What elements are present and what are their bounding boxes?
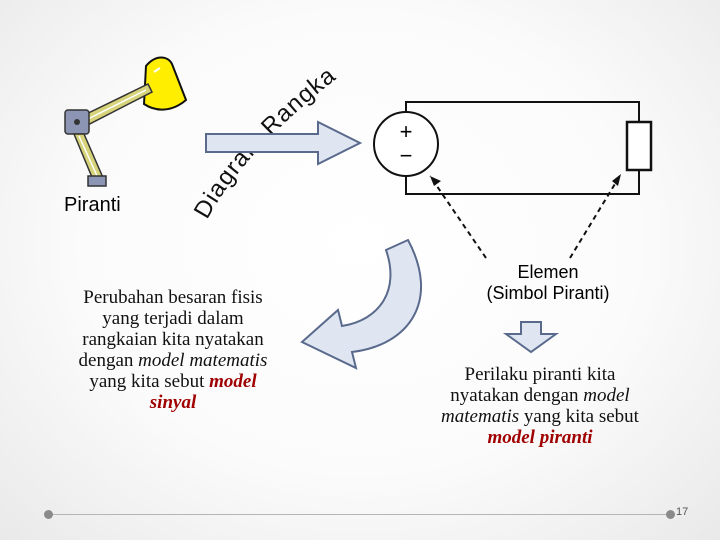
lamp-base [87,175,107,187]
voltage-source-symbol [373,111,439,177]
resistor-symbol [625,120,653,172]
dashed-arrow-left [429,175,487,259]
text-line: Perubahan besaran fisis [83,287,263,308]
text-line: yang terjadi dalam [102,308,244,329]
highlight-term: model piranti [487,427,593,448]
text-line: rangkaian kita nyatakan [82,329,264,350]
emphasis-text: matematis [441,406,520,427]
source-plus-sign: + [400,119,413,144]
emphasis-text: model matematis [138,350,268,371]
text-line: matematis yang kita sebut [418,406,662,427]
text-line: dengan model matematis [60,350,286,371]
page-number: 17 [676,506,689,518]
dashed-arrow-right [569,173,622,259]
text-line: sinyal [60,392,286,413]
curved-arrow-left [300,238,423,370]
text-fragment: yang kita sebut [519,406,639,427]
text-fragment: yang kita sebut [89,371,210,392]
block-arrow-right [205,120,363,166]
text-line: model piranti [418,427,662,448]
down-arrow [502,321,560,354]
text-line: nyatakan dengan model [418,385,662,406]
emphasis-text: model [583,385,630,406]
dashed-arrow-right-head [612,174,621,186]
element-label-line1: Elemen [517,262,579,282]
text-fragment: nyatakan dengan [450,385,584,406]
desk-lamp-illustration [64,56,188,187]
element-label: Elemen (Simbol Piranti) [450,262,646,304]
source-minus-sign: − [400,143,413,168]
circuit-loop [405,101,640,195]
dashed-arrow-left-head [430,176,441,186]
element-label-line2: (Simbol Piranti) [486,283,610,303]
highlight-term: model [209,371,257,392]
lamp-shade-highlight [153,67,161,73]
device-model-description: Perilaku piranti kita nyatakan dengan mo… [418,364,662,448]
footer-dot-left [44,510,53,519]
footer-dot-right [666,510,675,519]
footer-divider [48,514,670,515]
device-label: Piranti [64,194,121,216]
text-line: Perilaku piranti kita [464,364,616,385]
signal-model-description: Perubahan besaran fisis yang terjadi dal… [60,287,286,413]
text-fragment: dengan [78,350,139,371]
highlight-term: sinyal [149,392,197,413]
text-line: yang kita sebut model [60,371,286,392]
